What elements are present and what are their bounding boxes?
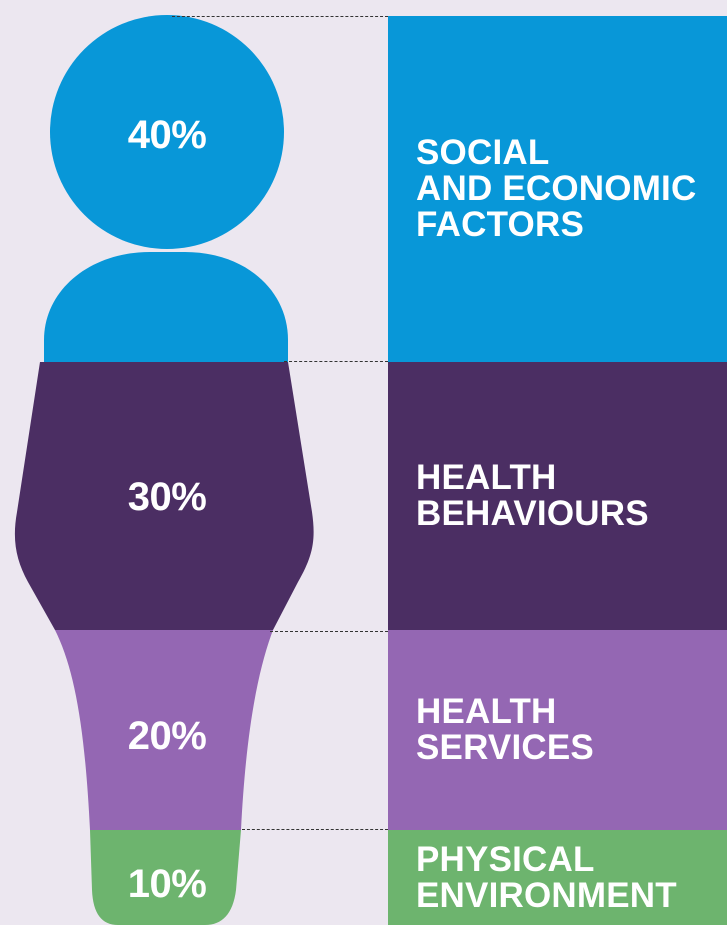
figure-legs-physical-environment (90, 830, 241, 925)
figure-torso-health-behaviours (14, 362, 314, 630)
percent-label-social-economic: 40% (127, 113, 207, 157)
category-block-physical-environment: PHYSICAL ENVIRONMENT (388, 830, 727, 925)
connector-line-top (172, 16, 388, 17)
category-label-physical-environment: PHYSICAL ENVIRONMENT (416, 840, 677, 915)
figure-hips-health-services (55, 630, 273, 830)
category-block-social-economic: SOCIAL AND ECONOMIC FACTORS (388, 16, 727, 362)
category-block-health-behaviours: HEALTH BEHAVIOURS (388, 362, 727, 630)
category-label-health-behaviours: HEALTH BEHAVIOURS (416, 458, 649, 533)
figure-shoulders-social-economic (44, 252, 288, 362)
connector-line-environment (242, 829, 388, 830)
category-block-health-services: HEALTH SERVICES (388, 630, 727, 830)
percent-label-physical-environment: 10% (127, 862, 207, 906)
connector-line-services (270, 631, 388, 632)
category-label-health-services: HEALTH SERVICES (416, 692, 594, 767)
figure-head-social-economic (50, 15, 284, 249)
category-label-social-economic: SOCIAL AND ECONOMIC FACTORS (416, 133, 697, 244)
connector-line-behaviours (284, 361, 388, 362)
percent-label-health-services: 20% (127, 714, 207, 758)
percent-label-health-behaviours: 30% (127, 475, 207, 519)
